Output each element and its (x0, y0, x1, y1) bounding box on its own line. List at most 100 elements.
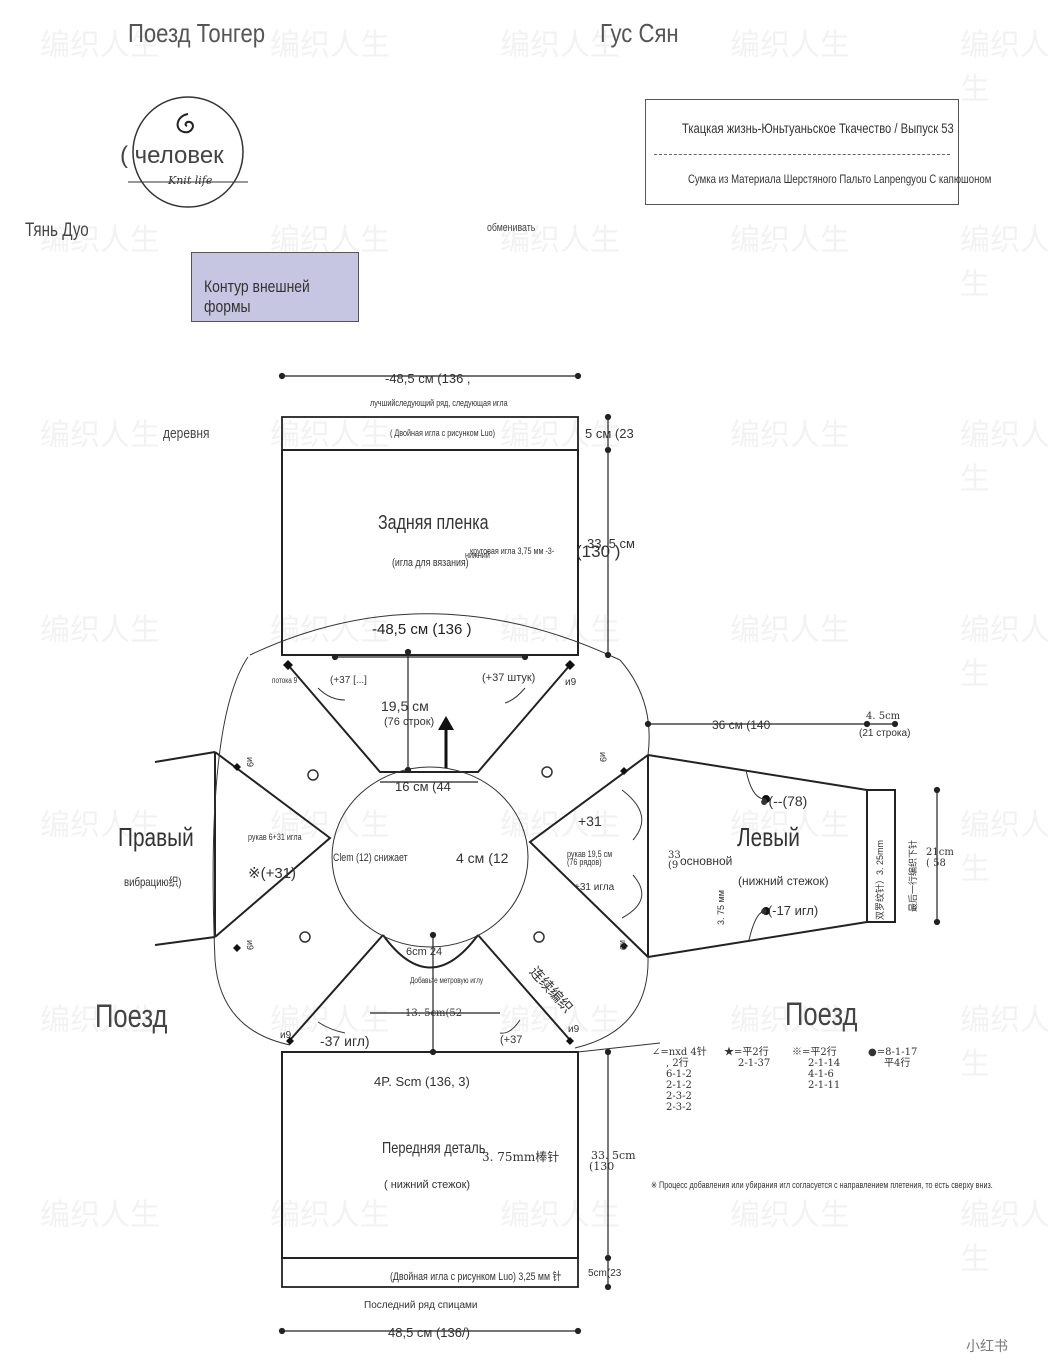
right-sleeve-sub: вибрацию织) (124, 875, 182, 889)
left-sleeve-basic: основной (680, 854, 733, 868)
right-sleeve-plus31: ※(+31) (248, 865, 297, 882)
yoke-bottom-curve: 6cm 24 (406, 946, 443, 958)
legend-1-row-4: 2-3-2 (666, 1091, 692, 1102)
left-sleeve-basic-num: 33 (668, 850, 681, 861)
left-sleeve-rows-note: (76 рядов) (567, 857, 602, 867)
front-right-edge (477, 934, 571, 1041)
back-last-row-note: лучшийследующий ряд, следующая игла (370, 398, 508, 408)
left-sleeve-cuff (866, 789, 896, 923)
legend-1-row-1: , 2行 (666, 1058, 689, 1069)
yoke-neck-left: Clem (12) снижает (333, 852, 408, 864)
outline-label-box: Контур внешней формы (191, 252, 359, 322)
yoke-plus37-left: (+37 [...] (330, 675, 367, 686)
legend-note: ※ Процесс добавления или убирания игл со… (651, 1180, 993, 1190)
left-sleeve-title: Левый (737, 822, 800, 852)
outline-label: Контур внешней формы (204, 277, 310, 316)
left-sleeve-minus17: ●(-17 игл) (760, 903, 819, 918)
legend-col-2: ★=平2行 2-1-37 (724, 1047, 770, 1069)
yoke-depth: 19,5 см (381, 698, 429, 714)
left-sleeve-basic-num2: (9 (668, 860, 679, 871)
center-neck-oval (331, 766, 529, 948)
left-sleeve-needle-size: 3. 75 мм (716, 890, 726, 925)
yoke-plus37-bottom: (+37 (500, 1034, 523, 1046)
front-width-top: 4P. Scm (136, 3) (374, 1074, 470, 1089)
legend-1-sym: ∠=nxd 4针 (652, 1047, 707, 1058)
yoke-rot-label-1: и9 (245, 757, 255, 768)
small-note: обменивать (487, 222, 536, 234)
info-box: Ткацкая жизнь-Юньтуаньское Ткачество / В… (645, 99, 991, 205)
front-rib (281, 1257, 579, 1288)
yoke-rot-label-2: и9 (245, 940, 255, 951)
back-height: 33, 5 см (587, 536, 635, 551)
left-sleeve-plus31-needle: +31 игла (574, 882, 615, 893)
left-sleeve-cuff-width-rows: ( 58 (926, 858, 946, 869)
back-wood-label: деревня (163, 425, 210, 442)
info-line-2: Сумка из Материала Шерстяного Пальто Lan… (688, 172, 992, 186)
left-sleeve-cuff-len: 4. 5cm (866, 711, 901, 722)
right-sleeve-inner (214, 751, 332, 938)
legend-1-row-2: 6-1-2 (666, 1069, 692, 1080)
left-sleeve-stitch: (нижний стежок) (738, 874, 829, 888)
left-sleeve-minus78: ●(--(78) (760, 793, 808, 809)
yoke-add9-bottom-left: и9 (280, 1030, 292, 1041)
right-sleeve-title: Правый (118, 822, 194, 852)
left-sleeve-inner (528, 754, 649, 958)
legend-4-sym: ●=8-1-17 (868, 1047, 918, 1058)
back-rib-height: 5 см (23 (585, 426, 634, 441)
header-right-title: Гус Сян (600, 18, 679, 48)
front-needle: 3. 75mm棒针 (482, 1150, 560, 1164)
legend-1-row-5: 2-3-2 (666, 1102, 692, 1113)
back-needle-note: круговая игла 3,75 мм -3- (470, 546, 555, 556)
legend-3-row-1: 2-1-14 (808, 1058, 841, 1069)
legend-col-3: ※=平2行 2-1-14 4-1-6 2-1-11 (792, 1047, 840, 1091)
outer-top-arc (249, 613, 621, 661)
info-separator (654, 154, 950, 155)
back-rib-note: ( Двойная игла с рисунком Luo) (390, 428, 496, 438)
front-stitch: ( нижний стежок) (384, 1179, 471, 1191)
corner-watermark: 小红书 (966, 1338, 1008, 1354)
yoke-add9-bottom-right: и9 (568, 1024, 580, 1035)
left-sleeve-length: 36 см (140 (712, 718, 771, 732)
legend-col-4: ●=8-1-17 平4行 (868, 1047, 917, 1069)
yoke-top-edges (287, 664, 571, 773)
logo-text: ( человек (120, 142, 224, 169)
legend-2-sym: ★=平2行 (724, 1047, 769, 1058)
legend-col-1: ∠=nxd 4针 , 2行 6-1-2 2-1-2 2-3-2 2-3-2 (652, 1047, 707, 1113)
left-sleeve-cuff-width: 21cm (926, 847, 954, 858)
front-neck-curve (382, 934, 479, 969)
yoke-add9-right: и9 (565, 677, 577, 688)
right-sleeve-note: рукав 6+31 игла (248, 832, 302, 842)
yoke-left-top-note: потока 9 (272, 676, 298, 685)
yoke-rot-label-4: и9 (618, 940, 628, 951)
back-rows: (130 ) (576, 542, 621, 561)
front-left-edge (289, 934, 384, 1041)
back-width-top: -48,5 см (136 , (385, 371, 471, 386)
back-title: Задняя пленка (378, 512, 489, 534)
left-sleeve-plus31: +31 (578, 813, 602, 829)
yoke-neck-mid: 4 см (12 (456, 850, 509, 866)
front-height: 33. 5cm (591, 1149, 636, 1162)
knit-life-logo: ( человек Knit life (118, 92, 258, 212)
front-train-right: Поезд (785, 996, 858, 1032)
front-title: Передняя деталь (382, 1140, 486, 1157)
front-rib-height: 5cm(23 (588, 1268, 622, 1279)
legend-4-row-1: 平4行 (884, 1058, 911, 1069)
front-rows: (130 (589, 1160, 615, 1173)
back-width-bottom: -48,5 см (136 ) (372, 621, 472, 638)
legend-3-row-2: 4-1-6 (808, 1069, 834, 1080)
left-sleeve-cuff-label: 双罗纹针）3. 25mm (875, 839, 885, 920)
left-sleeve-note: рукав 19,5 см (567, 849, 613, 859)
front-width-bottom: 48,5 см (136/) (388, 1325, 470, 1340)
left-sleeve-cuff-label-2: 最后一行编织下针 (908, 839, 918, 912)
left-sleeve-cuff-rows: (21 строка) (859, 728, 911, 739)
yoke-bottom-note: Добавьте метровую иглу (410, 976, 484, 985)
legend-2-row-1: 2-1-37 (738, 1058, 771, 1069)
yoke-bottom-width: 13. 5cm(52 (405, 1008, 463, 1019)
front-train-left: Поезд (95, 998, 168, 1034)
legend-3-row-3: 2-1-11 (808, 1080, 841, 1091)
front-rib-note: (Двойная игла с рисунком Luo) 3,25 мм 针 (390, 1271, 562, 1283)
legend-3-sym: ※=平2行 (792, 1047, 837, 1058)
legend-1-row-3: 2-1-2 (666, 1080, 692, 1091)
yoke-rot-label-3: и9 (598, 752, 608, 763)
